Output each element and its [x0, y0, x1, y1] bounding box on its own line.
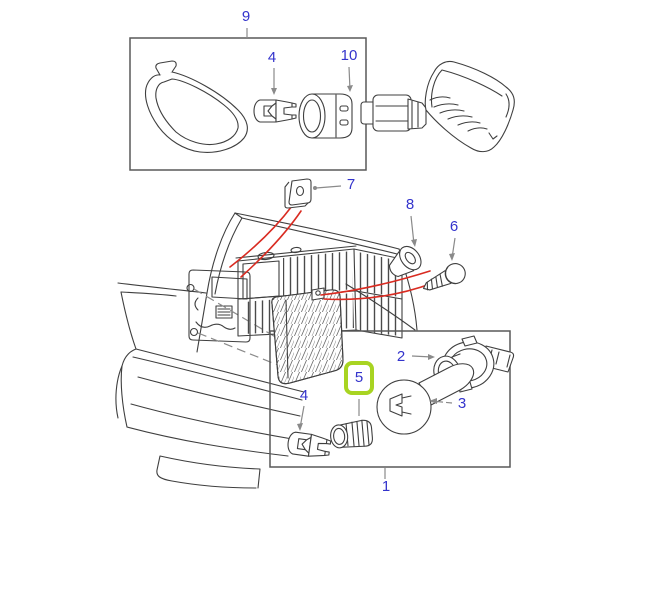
red-reference-lines-clip: [229, 205, 302, 278]
large-bulb-part: [376, 363, 475, 435]
callout-5-label: 5: [354, 368, 364, 386]
callout-4-small-bulb[interactable]: 4: [299, 387, 309, 404]
callout-6-screw[interactable]: 6: [449, 218, 459, 235]
grommet-part: [388, 245, 422, 278]
small-wedge-bulb: [286, 430, 332, 460]
red-reference-lines-lens: [320, 270, 434, 301]
harness-connector: [360, 94, 427, 132]
leader-lines: [246, 28, 456, 479]
callout-4-top-bulb[interactable]: 4: [267, 49, 277, 66]
callout-1-main-assembly[interactable]: 1: [381, 478, 391, 495]
main-assembly-box: [269, 330, 511, 468]
callout-7-clip[interactable]: 7: [346, 176, 356, 193]
small-socket-part: [330, 419, 373, 449]
callout-3-large-bulb[interactable]: 3: [457, 395, 467, 412]
side-repeater-lens: [144, 60, 248, 153]
top-wedge-bulb: [253, 99, 297, 123]
callout-2-bulb-holder[interactable]: 2: [396, 348, 406, 365]
retaining-clip: [284, 178, 312, 209]
callout-9-top-assembly[interactable]: 9: [241, 8, 251, 25]
callout-10-socket[interactable]: 10: [340, 47, 358, 64]
indicator-lens: [271, 287, 344, 385]
callout-8-grommet[interactable]: 8: [405, 196, 415, 213]
top-bulb-socket: [298, 93, 353, 139]
vehicle-front-line-art: [115, 212, 418, 489]
callout-5-small-socket-highlighted[interactable]: 5: [344, 361, 374, 395]
screw-part: [422, 263, 466, 291]
side-repeater-body: [424, 60, 515, 153]
